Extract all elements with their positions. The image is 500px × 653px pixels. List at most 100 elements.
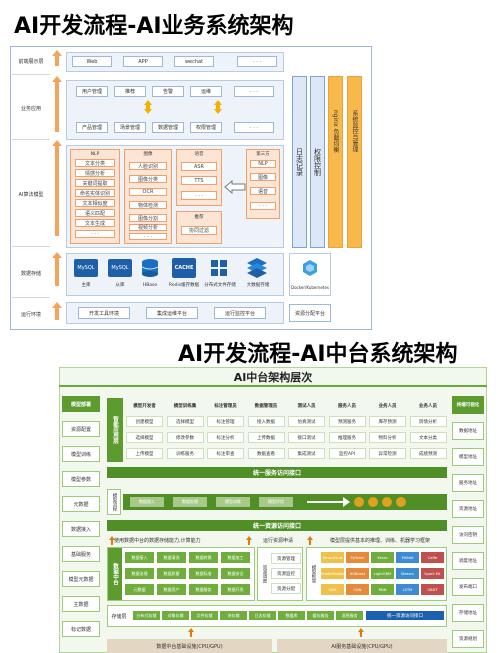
flow-dots — [354, 497, 406, 507]
flow-label: 模型流程 — [107, 489, 121, 515]
mid-note: 模型层提供基本的推理、训练、机器学习框架 — [329, 538, 430, 544]
storage-layer-label: 存储层 — [108, 606, 130, 626]
algo-group-title: 第三方 — [256, 152, 270, 157]
algo-item: 语义匹配 — [75, 209, 115, 217]
service-cell: 接入数据 — [247, 416, 285, 427]
service-cell: 训练服务 — [166, 448, 204, 459]
service-role: 数据管理员 — [254, 403, 278, 409]
service-role: 业务人员 — [419, 403, 437, 409]
framework-item: Caffe — [421, 552, 444, 563]
side-bar-nginx — [328, 76, 343, 248]
data-platform-item: 数据接入 — [125, 552, 154, 563]
mid-note: 使用数据中台的数据存储能力,计算能力 — [114, 538, 201, 544]
flow-step: 数据处理 — [173, 497, 207, 507]
resource-item: 资源分配 — [271, 583, 301, 594]
left-nav-item: 模型部署 — [62, 396, 100, 412]
right-nav-item: 资源规划 — [452, 630, 484, 648]
up-arrows — [109, 536, 313, 545]
runtime-item: 资源分配平台 — [289, 304, 331, 322]
side-label: 权限控制 — [313, 148, 322, 176]
right-nav-item: 终端可视化 — [452, 396, 484, 414]
algo-item: 物体检测 — [129, 201, 167, 209]
storage-label: 主库 — [81, 283, 91, 288]
storage-item: 消息服务 — [336, 611, 363, 620]
right-nav-item: 访问密钥 — [452, 526, 484, 544]
runtime-item: 运行监控平台 — [214, 307, 266, 319]
right-nav-item: 存储地址 — [452, 604, 484, 622]
infra-data: 数据中台基础设施(CPU/GPU) — [107, 639, 272, 653]
model-label: 模型框架 — [307, 548, 319, 600]
algo-item: · · · — [181, 191, 217, 200]
framework-item: LSTM — [396, 584, 419, 595]
algo-item: 图像分类 — [129, 175, 167, 183]
updown-arrows — [144, 100, 222, 114]
right-nav-item: 发布端口 — [452, 578, 484, 596]
resource-item: 资源监控 — [271, 568, 301, 579]
unified-resource-interface: 统一资源访问接口 — [107, 520, 447, 531]
side-label: 日志记录 — [295, 148, 304, 176]
left-arrow-icon — [224, 180, 246, 194]
page-title-bottom: AI开发流程-AI中台系统架构 — [178, 342, 458, 367]
framework-item: RNN — [371, 584, 394, 595]
service-cell: 修改参数 — [166, 432, 204, 443]
algo-group-title: 推荐 — [194, 215, 204, 220]
storage-item: 缓存服务 — [307, 611, 334, 620]
app-item: 运维 — [190, 86, 222, 97]
frontend-item: Web — [72, 56, 112, 67]
algo-item: 命名实体识别 — [75, 189, 115, 197]
flow-step: 数据接入 — [130, 497, 164, 507]
layer-label: 业务应用 — [12, 78, 50, 140]
algo-item: 协同过滤 — [181, 226, 217, 235]
service-cell: 舆情分析 — [409, 416, 447, 427]
left-nav-item: 元数据 — [62, 496, 100, 512]
framework-item: TensorFlow — [321, 552, 344, 563]
algo-group-title: NLP — [90, 151, 100, 157]
service-role: 标注管理员 — [214, 403, 237, 409]
service-cell: 标注管理 — [207, 416, 244, 427]
side-bar-permission — [310, 76, 325, 248]
storage-label: Redis缓存数据 — [168, 283, 200, 288]
data-platform-label: 数据中台 — [108, 548, 122, 600]
storage-label: 大数据存储 — [246, 283, 270, 288]
right-nav-item: 数据地址 — [452, 422, 484, 440]
algo-item: · · · — [75, 230, 115, 238]
storage-item: 块存储 — [220, 611, 247, 620]
service-cell: 上传模型 — [126, 448, 163, 459]
algo-item: 文本相似度 — [75, 199, 115, 207]
app-item: · · · — [234, 122, 274, 133]
algo-item: · · · — [250, 202, 276, 210]
data-platform-item: 数据开发 — [221, 584, 250, 595]
app-item: 权限管理 — [190, 122, 222, 133]
layer-label: 前端展示层 — [12, 49, 50, 75]
layer-arrows — [52, 50, 62, 320]
cache-icon: CACHE — [172, 258, 196, 278]
right-nav-item: 调度地址 — [452, 552, 484, 570]
right-nav-item: 服务地址 — [452, 474, 484, 492]
frontend-item: APP — [123, 56, 163, 67]
service-role: 服务人员 — [338, 403, 356, 409]
layer-label: 数据存储 — [12, 250, 50, 298]
runtime-item: 开发工具环境 — [78, 307, 130, 319]
service-cell: 上传数据 — [247, 432, 285, 443]
layer-label: AI算法模型 — [12, 143, 50, 247]
resource-label: 资源调度 — [258, 548, 270, 600]
framework-item: LightGBM — [371, 568, 394, 579]
side-bar-log — [292, 76, 307, 248]
data-platform-item: 数据资产 — [157, 584, 186, 595]
left-nav-item: 基础服务 — [62, 546, 100, 562]
app-item: 数据管理 — [152, 122, 184, 133]
left-nav-item: 数据接入 — [62, 521, 100, 537]
bottom-up-arrows — [188, 628, 364, 637]
framework-item: XGBoost — [346, 568, 369, 579]
data-platform-item: 数据服务 — [189, 584, 218, 595]
data-platform-item: 数据治理 — [125, 568, 154, 579]
algo-item: 语音 — [250, 187, 276, 195]
left-nav-item: 模型参数 — [62, 471, 100, 487]
framework-item: MXNet — [396, 552, 419, 563]
storage-item: 分布式存储 — [133, 611, 160, 620]
flow-step: 模型训练 — [216, 497, 250, 507]
algo-item: 图像 — [250, 173, 276, 181]
algo-item: 文本分类 — [75, 159, 115, 167]
algo-item: TTS — [181, 176, 217, 185]
infra-ai: AI服务基础设施(CPU/GPU) — [277, 639, 447, 653]
